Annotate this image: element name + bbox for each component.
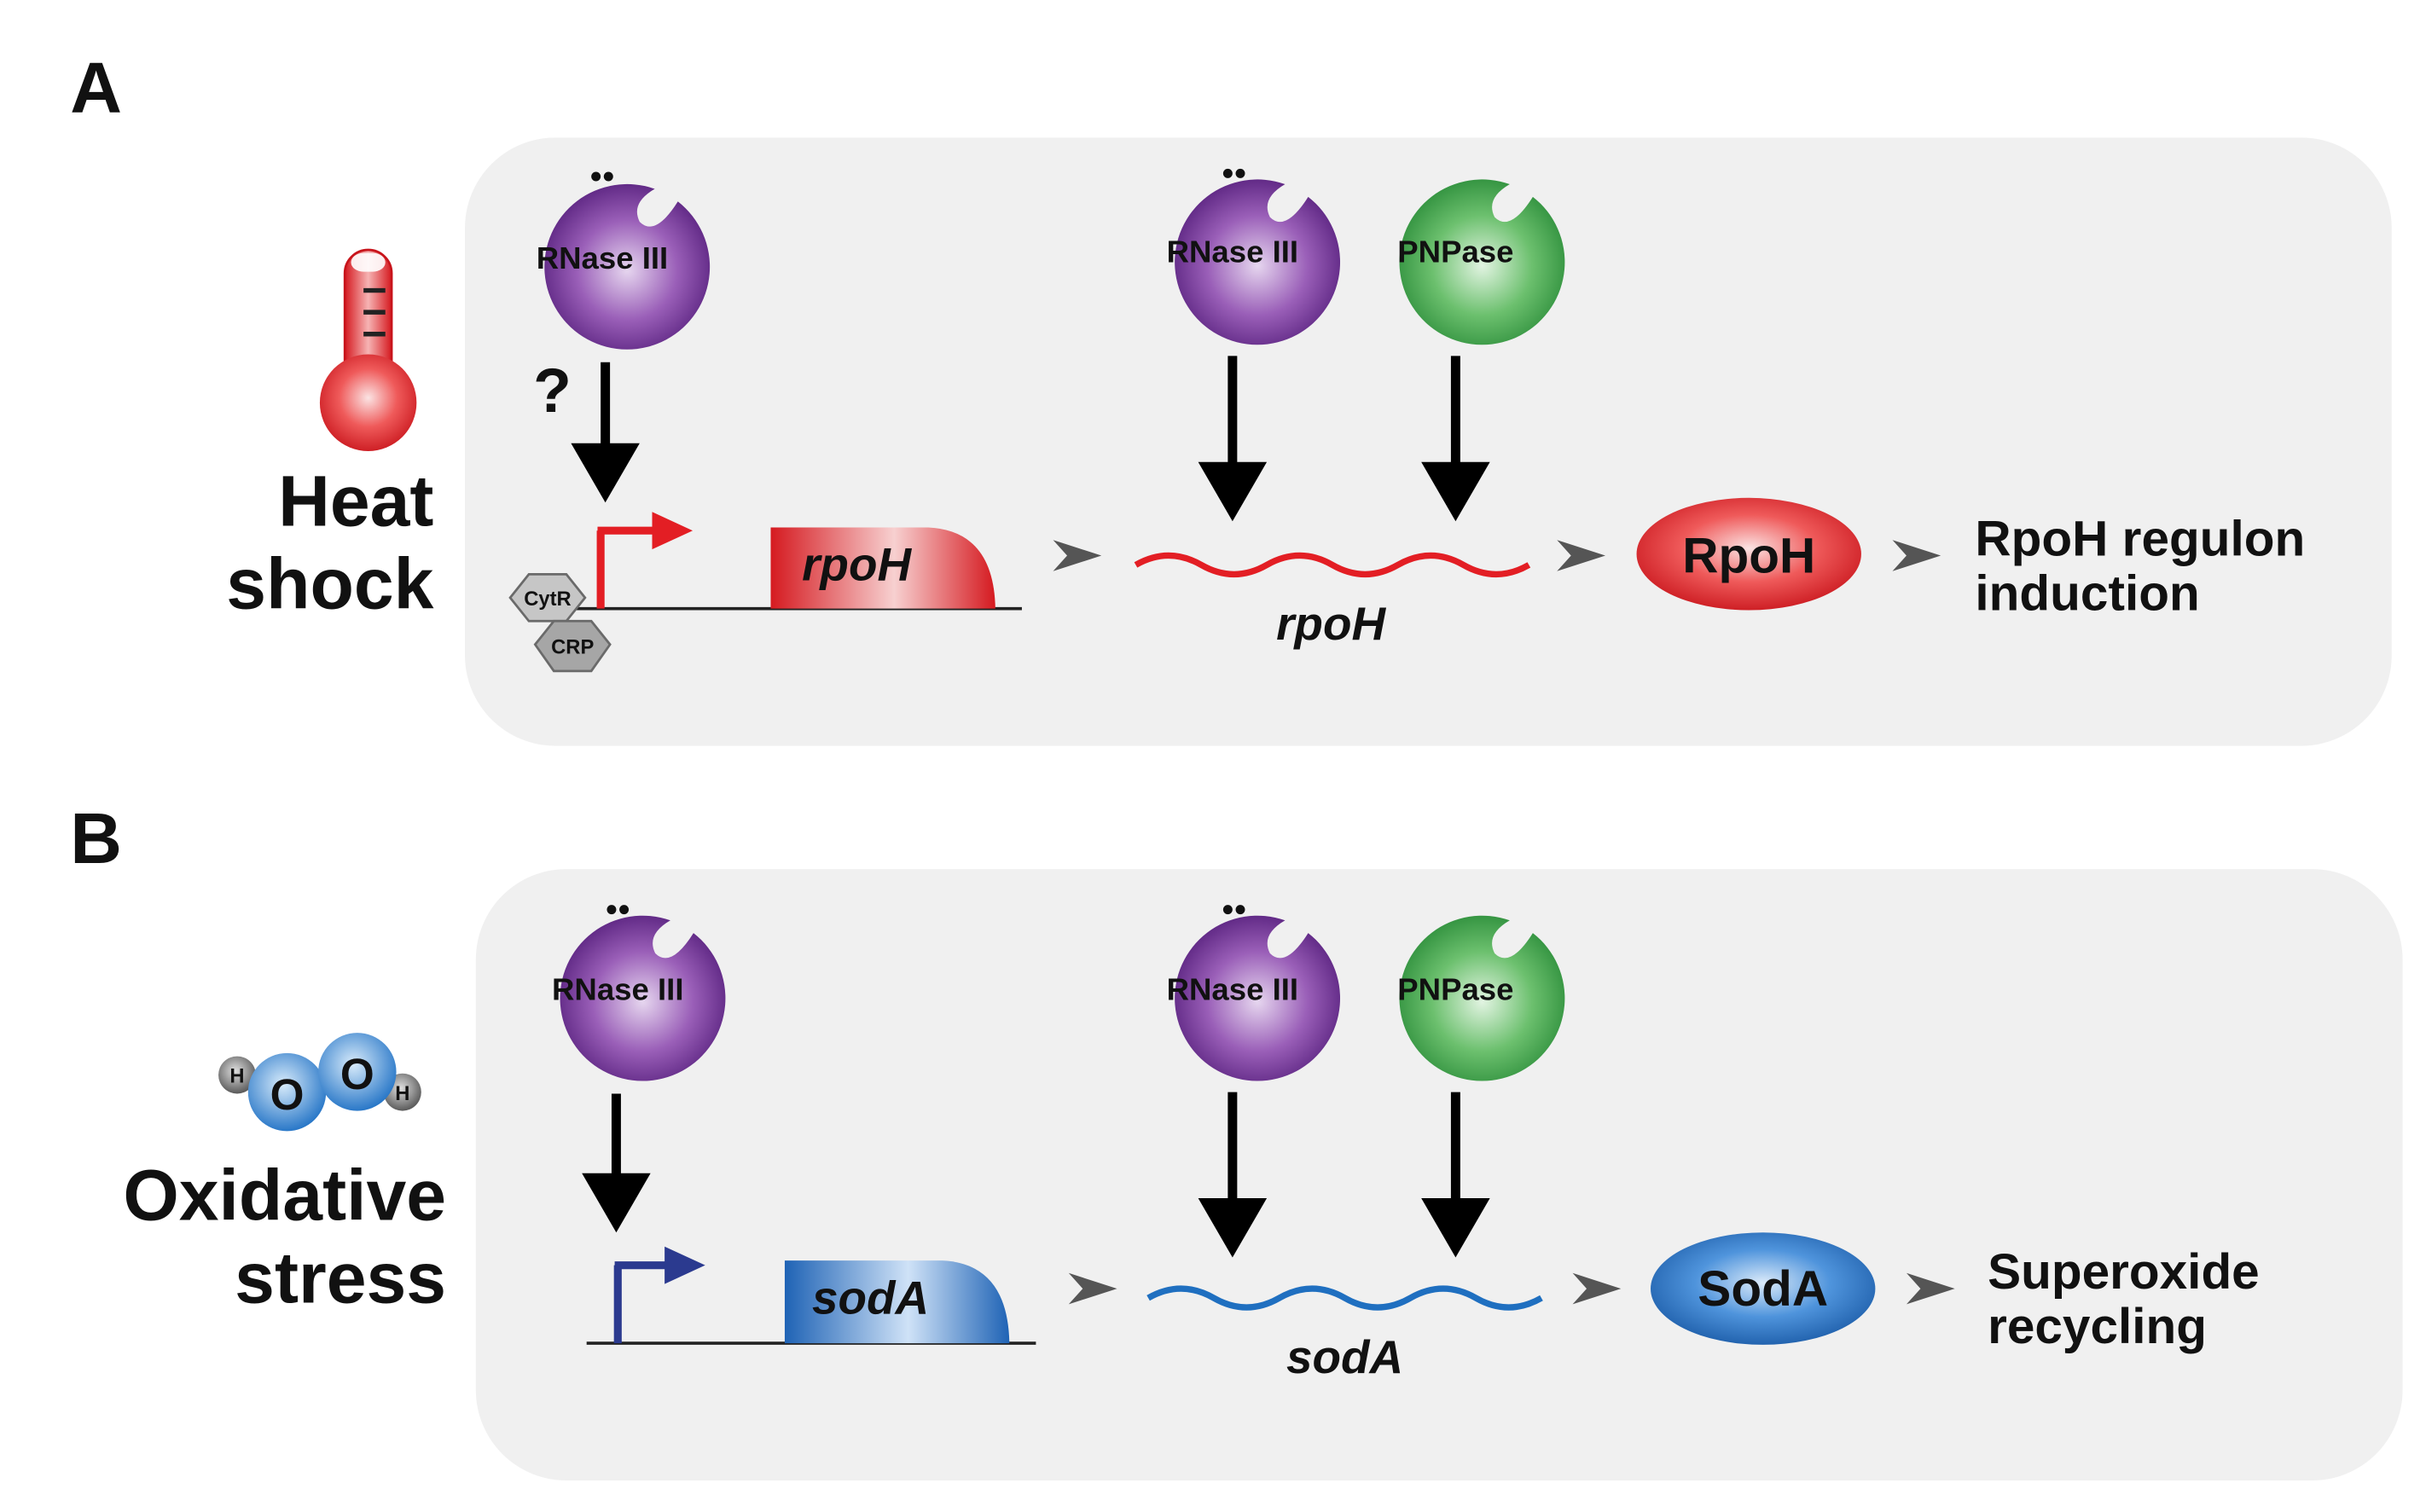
mrna-transcript	[1146, 1285, 1543, 1311]
question-mark: ?	[533, 356, 572, 426]
outcome-line2: recycling	[1988, 1299, 2207, 1354]
panel-a-letter: A	[70, 48, 122, 128]
promoter-arrow-icon	[613, 1246, 705, 1344]
flow-arrow-translation	[1557, 540, 1605, 571]
rnase-iii-enzyme-left: RNase III	[537, 171, 711, 350]
gene-box: sodA	[784, 1260, 1010, 1344]
svg-text:H: H	[229, 1065, 244, 1088]
outcome-line1: Superoxide	[1988, 1244, 2260, 1300]
flow-arrow-transcription	[1053, 540, 1102, 571]
regulation-arrow	[571, 362, 640, 503]
protein-label: SodA	[1698, 1261, 1828, 1317]
enzyme-label: RNase III	[1167, 972, 1298, 1007]
stress-label-line1: Heat	[278, 461, 433, 542]
degradation-arrow-rnase	[1198, 1092, 1268, 1258]
regulator-crp: CRP	[533, 619, 612, 673]
svg-text:O: O	[340, 1050, 374, 1098]
regulation-arrow	[582, 1093, 651, 1233]
thermometer-icon	[319, 248, 417, 451]
stress-label-line2: shock	[226, 544, 433, 624]
stress-label-line2: stress	[235, 1238, 446, 1318]
gene-label: sodA	[812, 1271, 929, 1324]
flow-arrow-transcription	[1068, 1272, 1117, 1305]
panel-a: A Heat shock RNase III ?	[70, 48, 2392, 746]
enzyme-label: PNPase	[1397, 972, 1513, 1007]
svg-text:H: H	[395, 1082, 409, 1105]
svg-text:CytR: CytR	[524, 588, 571, 611]
rnase-iii-enzyme-middle: RNase III	[1167, 905, 1341, 1081]
rnase-iii-enzyme-middle: RNase III	[1167, 168, 1341, 345]
hydrogen-peroxide-icon: H O O H	[218, 1033, 421, 1132]
enzyme-label: RNase III	[552, 972, 683, 1007]
panel-b-letter: B	[70, 798, 122, 878]
protein-oval: SodA	[1651, 1232, 1876, 1345]
flow-arrow-outcome	[1892, 540, 1941, 571]
flow-arrow-outcome	[1906, 1272, 1955, 1305]
enzyme-label: RNase III	[537, 240, 668, 275]
pnpase-enzyme: PNPase	[1397, 179, 1565, 345]
stress-label-line1: Oxidative	[123, 1156, 446, 1236]
gene-box: rpoH	[770, 527, 995, 609]
outcome-line2: induction	[1975, 565, 2199, 621]
svg-text:O: O	[270, 1070, 305, 1119]
panel-b: B H O O H Oxidative stress RNase III	[70, 798, 2403, 1481]
enzyme-label: RNase III	[1167, 235, 1298, 269]
transcript-label: sodA	[1286, 1330, 1403, 1383]
pnpase-enzyme: PNPase	[1397, 915, 1565, 1081]
protein-label: RpoH	[1682, 529, 1815, 584]
enzyme-label: PNPase	[1397, 235, 1513, 269]
degradation-arrow-rnase	[1198, 356, 1268, 522]
protein-oval: RpoH	[1636, 497, 1861, 611]
svg-text:CRP: CRP	[551, 636, 594, 659]
promoter-arrow-icon	[596, 512, 694, 609]
rnase-iii-enzyme-left: RNase III	[552, 905, 726, 1081]
outcome-line1: RpoH regulon	[1975, 511, 2305, 566]
regulator-cytr: CytR	[508, 573, 587, 623]
pacman-enzyme-icon	[1399, 915, 1565, 1081]
gene-label: rpoH	[802, 538, 912, 591]
pacman-enzyme-icon	[1175, 915, 1341, 1081]
pacman-enzyme-icon	[560, 915, 726, 1081]
degradation-arrow-pnpase	[1421, 1092, 1490, 1258]
flow-arrow-translation	[1572, 1272, 1622, 1305]
pacman-enzyme-icon	[1175, 179, 1341, 345]
transcript-label: rpoH	[1276, 597, 1386, 650]
degradation-arrow-pnpase	[1421, 356, 1490, 522]
pacman-enzyme-icon	[1399, 179, 1565, 345]
pacman-enzyme-icon	[544, 183, 711, 350]
mrna-transcript	[1134, 552, 1531, 578]
